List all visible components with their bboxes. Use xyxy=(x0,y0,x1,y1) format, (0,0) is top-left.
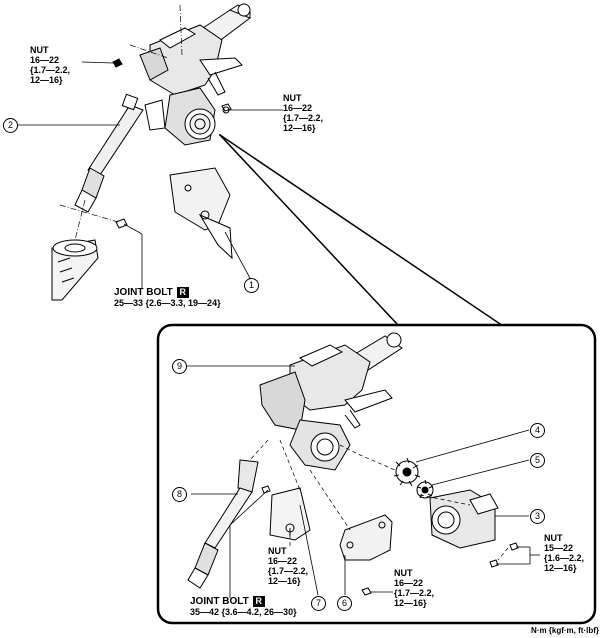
callout-3: 3 xyxy=(530,509,545,524)
intermediate-shaft-part-8 xyxy=(187,459,271,589)
nut-torque-nm: 16—22 xyxy=(283,103,313,113)
nut-torque-kgfm: {1.7—2.2, xyxy=(268,566,309,576)
joint-bolt-title: JOINT BOLT xyxy=(114,287,173,298)
column-cover-part-1 xyxy=(169,167,252,281)
nut-label-name: NUT xyxy=(30,45,49,55)
coupling-part-5 xyxy=(416,459,530,499)
upper-column-assembly xyxy=(112,3,252,146)
callout-1: 1 xyxy=(244,278,259,293)
worm-gear-part-4 xyxy=(393,429,530,487)
joint-bolt-torque: 35—42 {3.6—4.2, 26—30} xyxy=(190,607,297,617)
joint-bolt-upper xyxy=(115,218,143,288)
nut-torque-label-top-right: NUT 16—22 {1.7—2.2, 12—16} xyxy=(283,93,323,133)
callout-5: 5 xyxy=(530,453,545,468)
nut-torque-kgfm: {1.7—2.2, xyxy=(394,588,435,598)
nut-torque-label-motor: NUT 15—22 {1.6—2.2, 12—16} xyxy=(544,533,584,573)
joint-bolt-label-detail: JOINT BOLT R 35—42 {3.6—4.2, 26—30} xyxy=(190,596,297,617)
joint-bolt-label-upper: JOINT BOLT R 25—33 {2.6—3.3, 19—24} xyxy=(114,287,221,308)
nut-torque-ftlbf: 12—16} xyxy=(544,563,577,573)
nut-torque-label-bracket: NUT 16—22 {1.7—2.2, 12—16} xyxy=(268,546,308,586)
replace-badge-icon: R xyxy=(252,596,265,607)
callout-7: 7 xyxy=(311,596,326,611)
nut-torque-nm: 16—22 xyxy=(268,556,298,566)
callout-6: 6 xyxy=(337,596,352,611)
nut-torque-kgfm: {1.7—2.2, xyxy=(283,113,324,123)
nut-torque-ftlbf: 12—16} xyxy=(283,123,316,133)
replace-badge-icon: R xyxy=(176,287,189,298)
intermediate-shaft-upper xyxy=(74,93,144,213)
nut-torque-kgfm: {1.6—2.2, xyxy=(544,553,585,563)
nut-label-name: NUT xyxy=(268,546,287,556)
callout-9: 9 xyxy=(172,359,187,374)
nut-torque-ftlbf: 12—16} xyxy=(268,576,301,586)
nut-torque-label-bottom: NUT 16—22 {1.7—2.2, 12—16} xyxy=(394,568,434,608)
callout-2: 2 xyxy=(3,118,18,133)
nut-label-name: NUT xyxy=(283,93,302,103)
nut-torque-nm: 16—22 xyxy=(394,578,424,588)
nut-torque-nm: 16—22 xyxy=(30,55,60,65)
nut-torque-kgfm: {1.7—2.2, xyxy=(30,65,71,75)
nut-torque-nm: 15—22 xyxy=(544,543,574,553)
assist-motor-part-3 xyxy=(429,489,540,568)
bracket-part-7 xyxy=(269,487,319,596)
steering-gear-input xyxy=(51,239,99,301)
nut-label-name: NUT xyxy=(544,533,563,543)
torque-unit-note: N·m {kgf·m, ft·lbf} xyxy=(531,626,599,635)
detail-view-frame xyxy=(156,323,597,625)
callout-8: 8 xyxy=(172,487,187,502)
joint-bolt-title: JOINT BOLT xyxy=(190,596,249,607)
nut-torque-ftlbf: 12—16} xyxy=(394,598,427,608)
nut-torque-ftlbf: 12—16} xyxy=(30,75,63,85)
nut-label-name: NUT xyxy=(394,568,413,578)
callout-4: 4 xyxy=(530,423,545,438)
bracket-part-6 xyxy=(339,514,393,596)
nut-torque-label-top-left: NUT 16—22 {1.7—2.2, 12—16} xyxy=(30,45,70,85)
joint-bolt-torque: 25—33 {2.6—3.3, 19—24} xyxy=(114,298,221,308)
detail-column-assembly xyxy=(259,332,403,471)
